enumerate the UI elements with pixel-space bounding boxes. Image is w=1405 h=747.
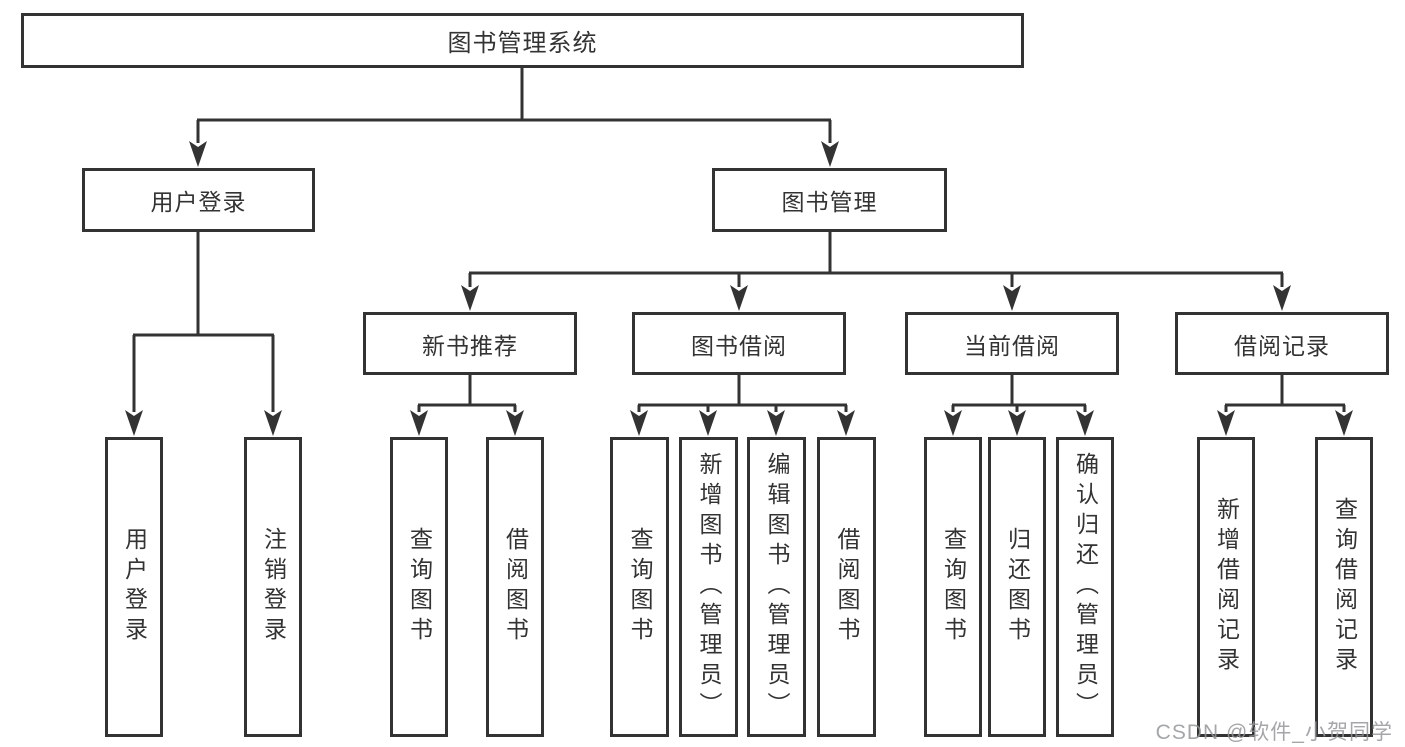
leaf-query-books-current-label: 查询图书 bbox=[940, 527, 967, 647]
leaf-logout: 注销登录 bbox=[244, 437, 302, 737]
connector-new-book-recommend-to-leaves bbox=[417, 375, 517, 412]
leaf-return-books: 归还图书 bbox=[988, 437, 1046, 737]
leaf-user-login: 用户登录 bbox=[105, 437, 163, 737]
node-user-login: 用户登录 bbox=[82, 168, 315, 232]
node-book-borrow: 图书借阅 bbox=[632, 312, 846, 375]
leaf-return-books-label: 归还图书 bbox=[1004, 527, 1031, 647]
leaf-borrow-books-recommend-label: 借阅图书 bbox=[502, 527, 529, 647]
csdn-watermark: CSDN @软件_小贺同学 bbox=[1155, 721, 1393, 744]
leaf-add-borrow-record-label: 新增借阅记录 bbox=[1213, 497, 1240, 677]
leaf-confirm-return-admin-label: 确认归还（管理员） bbox=[1072, 452, 1099, 722]
node-current-borrow: 当前借阅 bbox=[905, 312, 1119, 375]
connector-user-login-to-leaves bbox=[132, 232, 275, 412]
connector-root-to-level2 bbox=[196, 68, 832, 143]
leaf-borrow-books-2: 借阅图书 bbox=[817, 437, 876, 737]
arrowheads-current-borrow-to-leaves bbox=[944, 410, 1094, 436]
leaf-add-borrow-record: 新增借阅记录 bbox=[1197, 437, 1255, 737]
node-book-management: 图书管理 bbox=[712, 168, 947, 232]
leaf-edit-book-admin-label: 编辑图书（管理员） bbox=[764, 452, 790, 722]
connector-current-borrow-to-leaves bbox=[951, 375, 1087, 412]
leaf-query-books-recommend-label: 查询图书 bbox=[406, 527, 433, 647]
arrowheads-book-management-to-level3 bbox=[461, 285, 1291, 311]
connector-borrow-records-to-leaves bbox=[1224, 375, 1346, 412]
leaf-query-books-current: 查询图书 bbox=[924, 437, 982, 737]
leaf-edit-book-admin: 编辑图书（管理员） bbox=[747, 437, 806, 737]
connector-book-borrow-to-leaves bbox=[637, 375, 848, 412]
arrowheads-new-book-recommend-to-leaves bbox=[410, 410, 524, 436]
leaf-query-borrow-record: 查询借阅记录 bbox=[1315, 437, 1373, 737]
node-library-management-system: 图书管理系统 bbox=[21, 13, 1024, 68]
leaf-query-books-recommend: 查询图书 bbox=[390, 437, 448, 737]
leaf-query-books-borrow-label: 查询图书 bbox=[627, 527, 653, 647]
arrowheads-borrow-records-to-leaves bbox=[1217, 410, 1353, 436]
leaf-borrow-books-recommend: 借阅图书 bbox=[486, 437, 544, 737]
arrowheads-user-login-to-leaves bbox=[125, 410, 282, 436]
arrowheads-book-borrow-to-leaves bbox=[630, 410, 855, 436]
leaf-borrow-books-2-label: 借阅图书 bbox=[834, 527, 860, 647]
leaf-logout-label: 注销登录 bbox=[260, 527, 287, 647]
leaf-add-book-admin-label: 新增图书（管理员） bbox=[696, 452, 722, 722]
node-new-book-recommend: 新书推荐 bbox=[363, 312, 577, 375]
leaf-query-borrow-record-label: 查询借阅记录 bbox=[1331, 497, 1358, 677]
leaf-query-books-borrow: 查询图书 bbox=[610, 437, 669, 737]
leaf-user-login-label: 用户登录 bbox=[121, 527, 148, 647]
connector-book-management-to-level3 bbox=[468, 232, 1284, 287]
node-borrow-records: 借阅记录 bbox=[1175, 312, 1389, 375]
arrowheads-root-to-level2 bbox=[189, 141, 839, 167]
leaf-confirm-return-admin: 确认归还（管理员） bbox=[1056, 437, 1114, 737]
leaf-add-book-admin: 新增图书（管理员） bbox=[679, 437, 738, 737]
